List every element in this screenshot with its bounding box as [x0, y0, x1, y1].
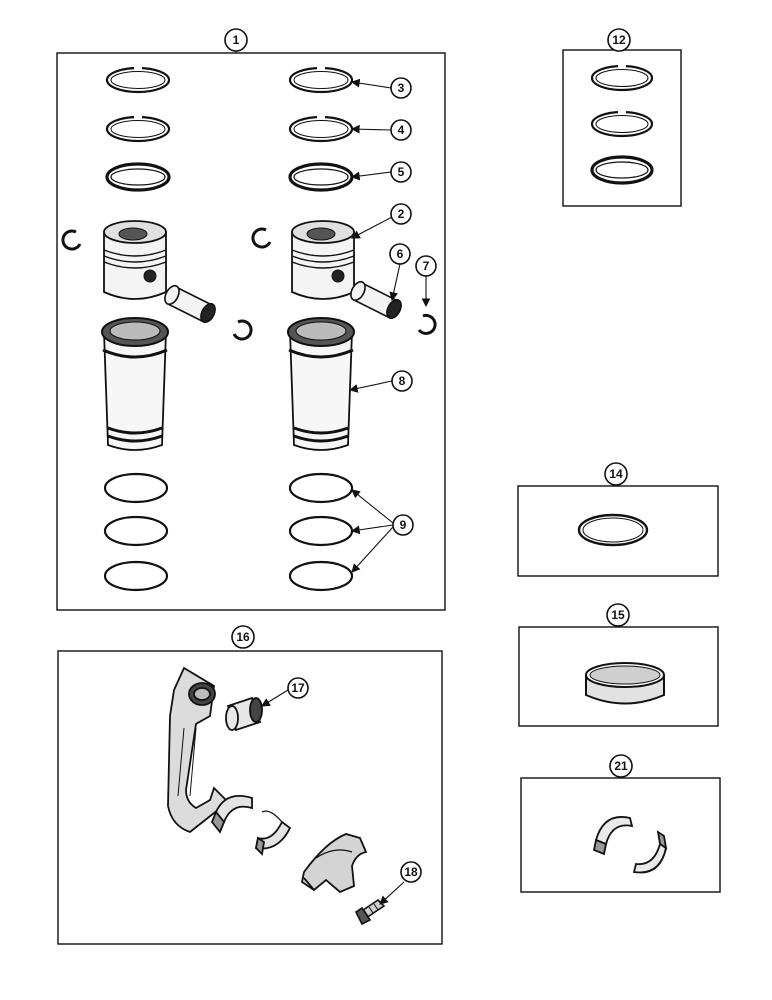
o-rings-left: [103, 472, 169, 592]
callout-18: 18: [400, 861, 422, 883]
kit-21-panel: [520, 777, 721, 893]
svg-text:5: 5: [398, 165, 405, 179]
piston-left: [103, 220, 167, 300]
callout-16: 16: [231, 625, 255, 649]
callout-1: 1: [224, 28, 248, 52]
svg-text:17: 17: [291, 681, 305, 695]
svg-text:7: 7: [423, 259, 430, 273]
kit-16-panel: [57, 650, 443, 945]
svg-text:12: 12: [612, 33, 626, 47]
snap-ring-left-inner: [232, 319, 253, 341]
snap-ring-right-inner: [417, 313, 437, 335]
svg-text:2: 2: [398, 207, 405, 221]
callout-9: 9: [392, 514, 414, 536]
snap-ring-left-outer: [61, 229, 82, 251]
o-rings-right: [288, 472, 354, 592]
kit-14-panel: [517, 485, 719, 577]
svg-text:3: 3: [398, 81, 405, 95]
piston-right: [291, 220, 355, 300]
cylinder-liner-right: [287, 317, 355, 451]
ring-set-12: [590, 64, 654, 185]
seal-ring-14: [577, 513, 649, 547]
callout-3: 3: [390, 77, 412, 99]
oil-ring-right: [288, 162, 354, 192]
rod-bolt-18: [354, 898, 386, 926]
kit-15-panel: [518, 626, 719, 727]
oil-ring-left: [105, 162, 171, 192]
piston-pin-left: [164, 284, 216, 324]
callout-7: 7: [415, 255, 437, 277]
callout-21: 21: [609, 754, 633, 778]
svg-text:14: 14: [609, 467, 623, 481]
callout-12: 12: [607, 28, 631, 52]
kit-1-panel: [56, 52, 446, 611]
callout-17: 17: [287, 677, 309, 699]
bearing-shells-21: [592, 816, 668, 874]
svg-text:18: 18: [404, 865, 418, 879]
bushing-17: [225, 696, 263, 732]
snap-ring-right-outer: [251, 227, 272, 249]
rod-cap: [300, 833, 368, 894]
sleeve-15: [585, 662, 665, 705]
rod-bearing-shells: [210, 794, 292, 856]
svg-text:15: 15: [611, 608, 625, 622]
svg-text:6: 6: [397, 247, 404, 261]
connecting-rod: [167, 666, 230, 834]
svg-text:4: 4: [398, 123, 405, 137]
svg-text:1: 1: [233, 33, 240, 47]
callout-14: 14: [604, 462, 628, 486]
piston-ring-top-left: [105, 66, 171, 94]
callout-8: 8: [391, 370, 413, 392]
piston-pin-right: [350, 280, 402, 320]
callout-4: 4: [390, 119, 412, 141]
piston-ring-middle-right: [288, 115, 354, 143]
piston-ring-top-right: [288, 66, 354, 94]
piston-ring-middle-left: [105, 115, 171, 143]
callout-5: 5: [390, 161, 412, 183]
svg-text:21: 21: [614, 759, 628, 773]
cylinder-liner-left: [101, 317, 169, 451]
callout-6: 6: [389, 243, 411, 265]
callout-2: 2: [390, 203, 412, 225]
svg-text:16: 16: [236, 630, 250, 644]
svg-text:8: 8: [399, 374, 406, 388]
svg-text:9: 9: [400, 518, 407, 532]
callout-15: 15: [606, 603, 630, 627]
